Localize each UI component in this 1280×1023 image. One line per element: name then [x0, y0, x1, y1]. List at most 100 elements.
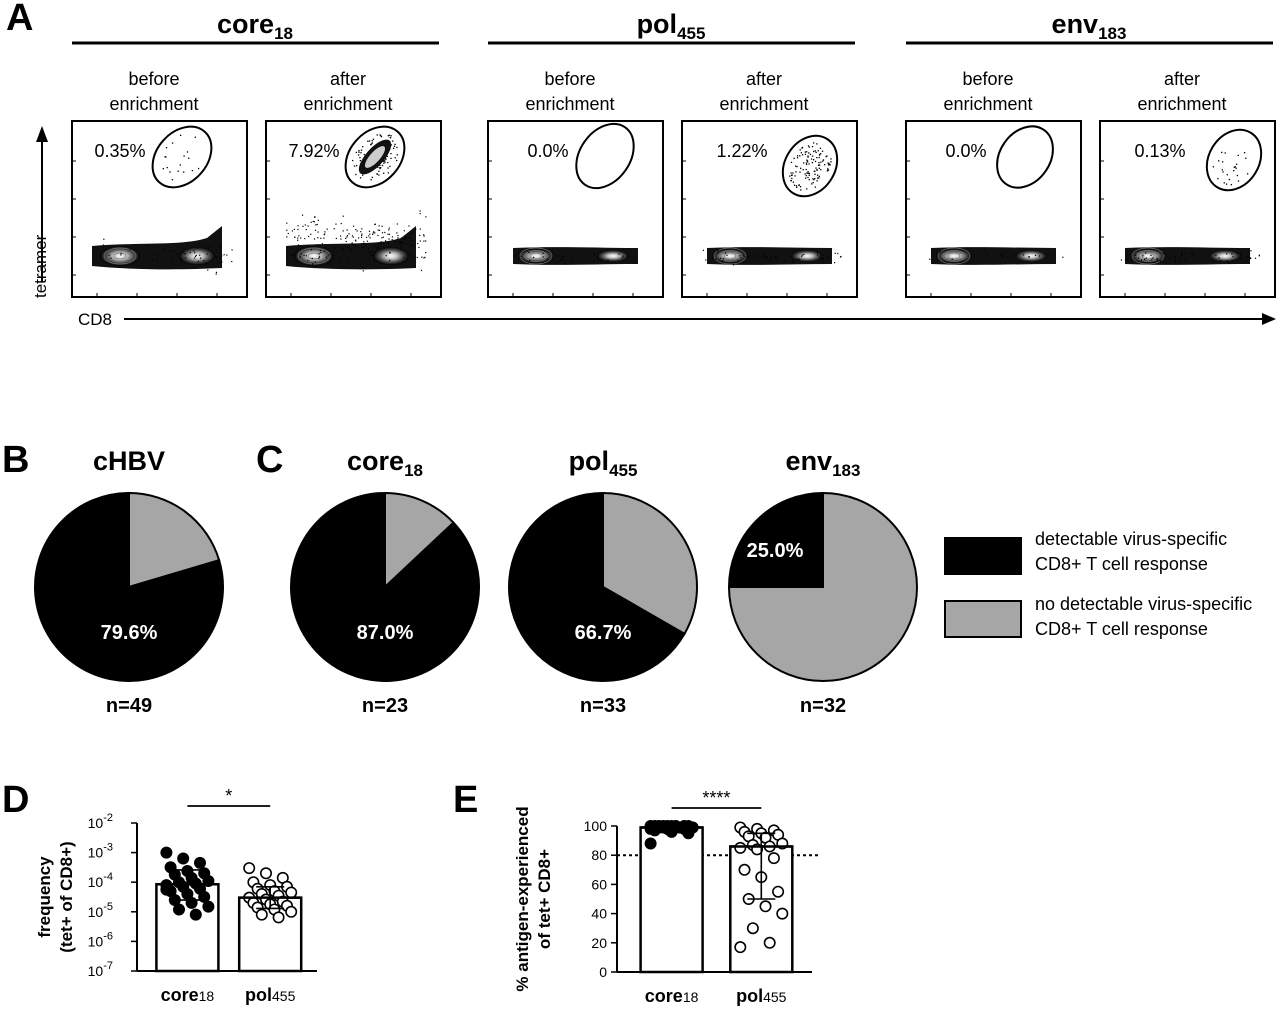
- y-tick-base: 10: [88, 815, 104, 831]
- tetramer-gate: [1205, 128, 1263, 192]
- y-tick-label: 10-3: [88, 842, 113, 861]
- y-tick-exponent: -7: [103, 960, 113, 972]
- legend-detectable-line2: CD8+ T cell response: [1035, 554, 1208, 574]
- y-tick-label: 80: [591, 847, 607, 863]
- data-point: [177, 852, 190, 865]
- error-bar: [640, 825, 703, 830]
- before-enrichment-label-line1: before: [128, 69, 179, 89]
- y-tick-exponent: -3: [103, 842, 113, 854]
- flow-plot-pol-before: 0.0%: [487, 120, 664, 298]
- category-name: core: [645, 986, 683, 1006]
- pie-slice-not-detectable: [602, 491, 698, 636]
- pie-slice-detectable: [727, 491, 824, 588]
- after-enrichment-label-line1: after: [330, 69, 366, 89]
- pie-title: core18: [347, 446, 423, 480]
- legend-not-detectable-line1: no detectable virus-specific: [1035, 594, 1252, 614]
- category-subscript: 455: [763, 989, 787, 1005]
- data-point: [776, 907, 789, 920]
- y-tick-exponent: -2: [103, 812, 113, 824]
- cd8-population: [702, 247, 842, 266]
- flow-plot-env-after: 0.13%: [1099, 120, 1276, 298]
- y-tick-exponent: -4: [103, 871, 113, 883]
- pie-percentage-label: 25.0%: [747, 540, 804, 562]
- category-name: core: [161, 985, 199, 1005]
- gate-percentage: 0.35%: [94, 141, 145, 161]
- y-tick-label: 10-5: [88, 901, 113, 920]
- tetramer-gate: [344, 125, 406, 189]
- pie-title: cHBV: [93, 446, 165, 476]
- before-enrichment-label-line2: enrichment: [109, 94, 198, 114]
- y-tick-exponent: -6: [103, 930, 113, 942]
- y-tick-base: 10: [88, 904, 104, 920]
- data-point: [767, 852, 780, 865]
- y-axis-label: frequency(tet+ of CD8+): [35, 841, 76, 952]
- data-point: [202, 900, 215, 913]
- pie-title-text: env: [786, 446, 833, 476]
- y-tick-label: 60: [591, 876, 607, 892]
- category-subscript: 18: [199, 988, 215, 1004]
- after-enrichment-label-line2: enrichment: [1137, 94, 1226, 114]
- before-enrichment-label-line2: enrichment: [525, 94, 614, 114]
- y-tick-label: 10-6: [88, 930, 113, 949]
- data-point: [160, 846, 173, 859]
- y-tick-base: 10: [88, 933, 104, 949]
- y-tick-base: 10: [88, 874, 104, 890]
- panel-letter-b: B: [2, 439, 29, 481]
- after-enrichment-label-line1: after: [746, 69, 782, 89]
- before-enrichment-label-line1: before: [962, 69, 1013, 89]
- significance-label: *: [225, 786, 232, 806]
- flow-group-title: pol455: [637, 9, 706, 43]
- pie-slice-detectable: [34, 491, 224, 682]
- cd8-population: [286, 210, 427, 272]
- pie-title-text: core: [347, 446, 404, 476]
- series-core: [639, 819, 704, 974]
- flow-group-title-subscript: 183: [1098, 24, 1126, 43]
- flow-plot-core-before: 0.35%: [71, 120, 248, 298]
- flow-plot-pol-after: 1.22%: [681, 120, 858, 298]
- data-point: [173, 903, 186, 916]
- pie-slice-not-detectable: [384, 491, 455, 590]
- y-tick-base: 10: [88, 963, 104, 979]
- category-name: pol: [736, 986, 763, 1006]
- tetramer-axis-label: tetramer: [31, 234, 50, 298]
- data-point: [759, 900, 772, 913]
- category-name: pol: [245, 985, 272, 1005]
- legend-swatch-not-detectable: [944, 600, 1022, 638]
- flow-group-title: core18: [217, 9, 293, 43]
- after-enrichment-label-line2: enrichment: [303, 94, 392, 114]
- tetramer-gate: [996, 125, 1054, 189]
- error-bar: [239, 885, 302, 910]
- pie-n-label: n=23: [362, 695, 408, 717]
- flow-group-title-text: env: [1052, 9, 1099, 39]
- data-point: [194, 856, 207, 869]
- category-subscript: 455: [272, 988, 296, 1004]
- pie-title-text: cHBV: [93, 446, 165, 476]
- flow-group-env: env183beforeenrichment0.0%afterenrichmen…: [905, 9, 1276, 298]
- y-tick-label: 10-4: [88, 871, 113, 890]
- series-core: [155, 846, 220, 973]
- flow-group-title-text: core: [217, 9, 274, 39]
- pie-n-label: n=32: [800, 695, 846, 717]
- bar: [639, 826, 704, 974]
- category-label: core18: [645, 986, 699, 1006]
- pie-title: pol455: [569, 446, 638, 480]
- data-point: [272, 911, 285, 924]
- pie-title: env183: [786, 446, 861, 480]
- flow-group-pol: pol455beforeenrichment0.0%afterenrichmen…: [487, 9, 858, 298]
- y-axis-label-line: of tet+ CD8+: [535, 849, 554, 949]
- after-enrichment-label-line1: after: [1164, 69, 1200, 89]
- y-tick-base: 10: [88, 845, 104, 861]
- pie-title-text: pol: [569, 446, 610, 476]
- gate-percentage: 0.0%: [945, 141, 986, 161]
- cd8-population: [92, 226, 233, 275]
- cd8-axis-label: CD8: [78, 310, 112, 329]
- gate-percentage: 1.22%: [716, 141, 767, 161]
- legend-detectable-line1: detectable virus-specific: [1035, 529, 1227, 549]
- y-axis-label-line: frequency: [35, 856, 54, 938]
- pie-percentage-label: 79.6%: [101, 622, 158, 644]
- cd8-population: [929, 247, 1064, 265]
